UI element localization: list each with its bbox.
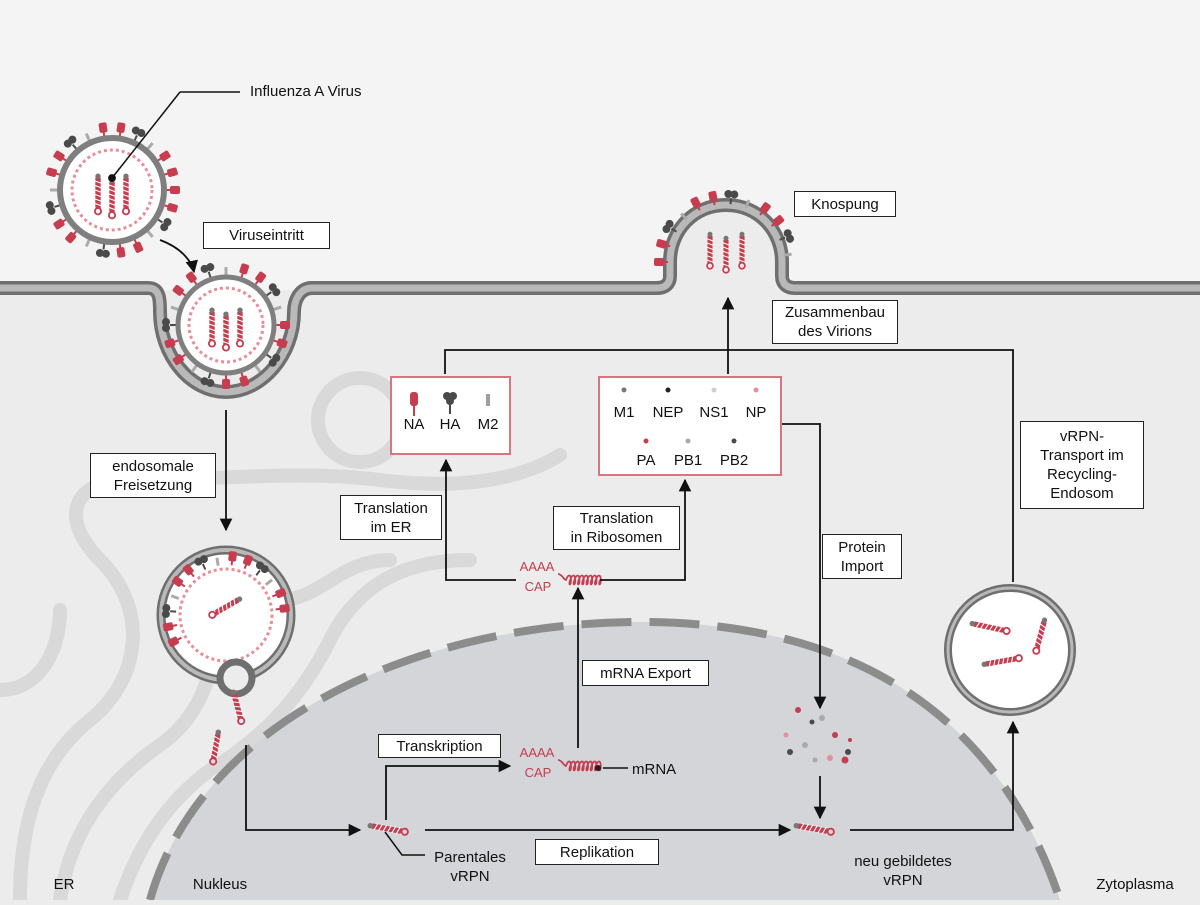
cap-label-nuc: CAP [524,765,552,780]
protein-nep: NEP [652,404,684,421]
transkription-box: Transkription [378,734,501,758]
mrna-nucleus-icon [557,759,602,772]
vrpn-transport-box: vRPN- Transport im Recycling- Endosom [1020,421,1144,509]
knospung-box: Knospung [794,191,896,217]
protein-pa: PA [636,452,656,469]
zusammenbau-box: Zusammenbau des Virions [772,300,898,344]
zytoplasma-label: Zytoplasma [1096,876,1174,893]
protein-import-box: Protein Import [822,534,902,579]
mrna-export-box: mRNA Export [582,660,709,686]
extracellular-space [0,0,1200,290]
internal-proteins-box: M1 NEP NS1 NP PA PB1 PB2 [598,376,782,476]
cap-label-cyto: CAP [524,579,552,594]
nuclear-envelope [146,617,1064,902]
parental-vrpn-icon [367,822,409,836]
nucleus-region [150,622,1060,900]
imported-protein-dots [783,707,852,764]
parentales-vrpn-label: Parentales vRPN [434,849,506,885]
endosome-icon [156,545,296,698]
protein-pb2: PB2 [719,452,749,469]
mrna-label: mRNA [632,761,677,778]
mrna-cytoplasm-icon [557,573,602,586]
virus-label: Influenza A Virus [250,83,362,100]
protein-m2: M2 [477,416,499,433]
recycling-endosome-icon [944,584,1076,716]
translation-ribosomen-box: Translation in Ribosomen [553,506,680,550]
aaaa-label-nuc: AAAA [519,745,555,760]
endosomale-freisetzung-box: endosomale Freisetzung [90,453,216,498]
entering-virus-icon [162,263,290,389]
protein-ha: HA [439,416,461,433]
neu-vrpn-label: neu gebildetes vRPN [854,853,952,889]
viruseintritt-box: Viruseintritt [203,222,330,249]
membrane-proteins-box: NA HA M2 [390,376,511,455]
replikation-box: Replikation [535,839,659,865]
released-vrpn-icon [209,689,246,766]
translation-er-box: Translation im ER [340,495,442,540]
pathway-arrows [108,91,1020,856]
protein-ns1: NS1 [699,404,729,421]
free-virus-icon [45,122,180,258]
internal-protein-icons [621,387,759,444]
er-label: ER [53,876,75,893]
protein-pb1: PB1 [673,452,703,469]
budding-virion-icon [654,189,794,266]
protein-np: NP [745,404,767,421]
protein-m1: M1 [613,404,635,421]
new-vrpn-icon [793,822,835,836]
protein-na: NA [403,416,425,433]
membrane-protein-icons [410,392,490,416]
aaaa-label-cyto: AAAA [519,559,555,574]
nukleus-label: Nukleus [192,876,248,893]
